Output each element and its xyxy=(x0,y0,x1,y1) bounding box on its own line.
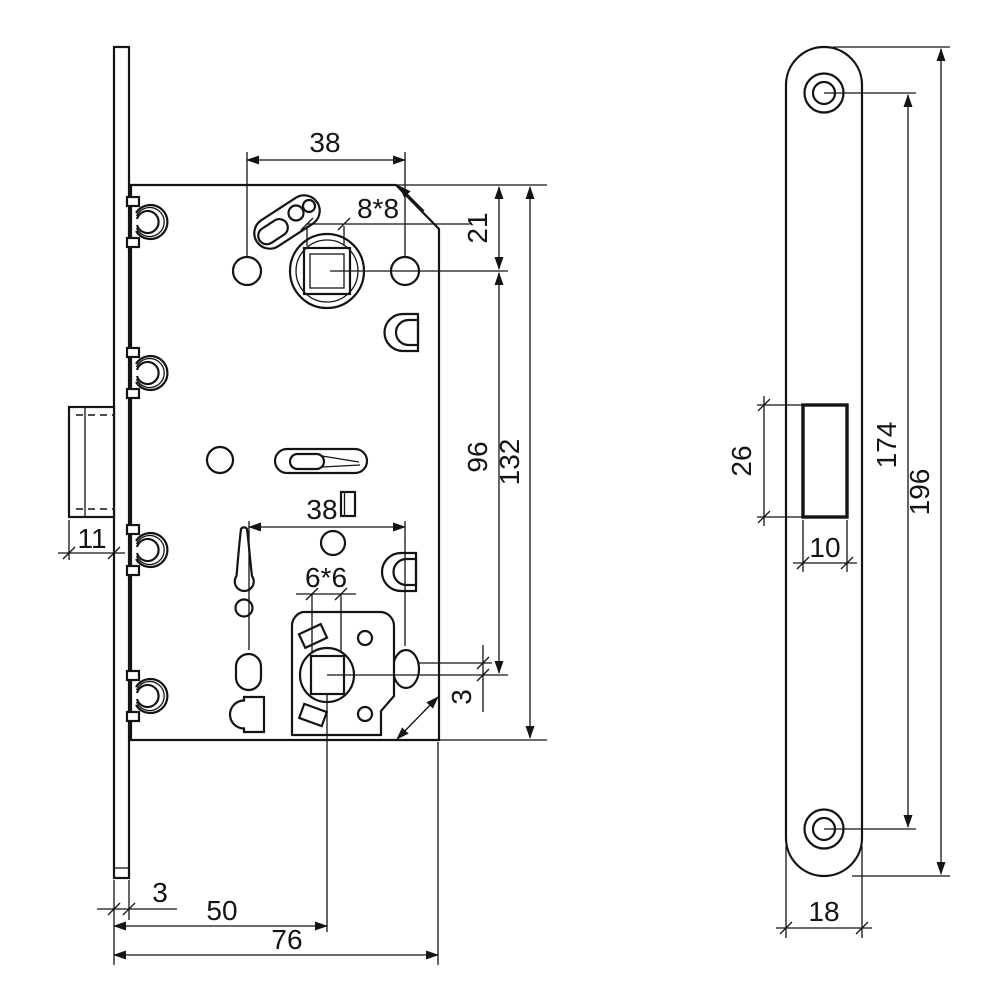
fore-end-clips xyxy=(125,195,169,723)
wc-mounting-plate xyxy=(290,610,396,737)
dim-latch-projection: 11 xyxy=(77,523,106,554)
latch-cutout xyxy=(801,403,849,519)
dim-latch-cutout-width: 10 xyxy=(809,532,840,563)
kidney-slot xyxy=(253,194,321,250)
clip-4 xyxy=(125,669,169,723)
dim-total-depth: 76 xyxy=(271,924,302,955)
latch-bolt xyxy=(67,405,116,519)
dim-top-to-spindle: 21 xyxy=(462,212,493,243)
lever-slot xyxy=(273,447,369,475)
keeper-cutout xyxy=(228,695,266,734)
lower-left-oblong-hole xyxy=(234,652,263,692)
kidney-pin-1 xyxy=(287,204,305,222)
faceplate-outline xyxy=(784,45,864,878)
dim-faceplate-length: 196 xyxy=(904,469,935,516)
upper-left-fixing-hole xyxy=(231,255,263,287)
middle-hole xyxy=(205,445,235,475)
front-view-faceplate xyxy=(784,45,864,878)
lower-right-oblong-hole xyxy=(391,648,421,690)
side-view-dimensions: 38 8*8 21 96 132 3 38 xyxy=(58,127,547,965)
clip-1 xyxy=(125,195,169,249)
d-hole-lower xyxy=(380,551,418,593)
dim-lower-hole-spacing: 38 xyxy=(306,494,337,525)
clip-2 xyxy=(125,346,169,400)
dim-backset: 50 xyxy=(206,895,237,926)
clip-3 xyxy=(125,523,169,577)
dim-latch-cutout-height: 26 xyxy=(726,445,757,476)
small-rect-port xyxy=(339,490,357,518)
side-view-lock-body xyxy=(67,45,441,880)
dim-top-hole-spacing: 38 xyxy=(309,127,340,158)
front-view-dimensions: 26 10 174 196 18 xyxy=(726,46,950,938)
dim-faceplate-width: 18 xyxy=(808,896,839,927)
dim-wc-square: 6*6 xyxy=(305,562,347,593)
center-hole xyxy=(319,529,347,557)
dim-spindle-spacing: 96 xyxy=(462,441,493,472)
lock-body-outline xyxy=(129,183,441,742)
faceplate-edge xyxy=(112,45,131,880)
top-chamfer-leader xyxy=(398,185,425,212)
d-hole-middle xyxy=(383,312,420,353)
dim-lower-center-offset: 3 xyxy=(446,689,477,705)
bottom-chamfer-leader xyxy=(396,696,439,740)
dim-faceplate-offset: 3 xyxy=(152,877,168,908)
dim-screw-spacing: 174 xyxy=(871,422,902,469)
kidney-pin-2 xyxy=(301,198,317,214)
dim-spindle-square: 8*8 xyxy=(357,193,399,224)
dim-body-height: 132 xyxy=(494,439,525,486)
